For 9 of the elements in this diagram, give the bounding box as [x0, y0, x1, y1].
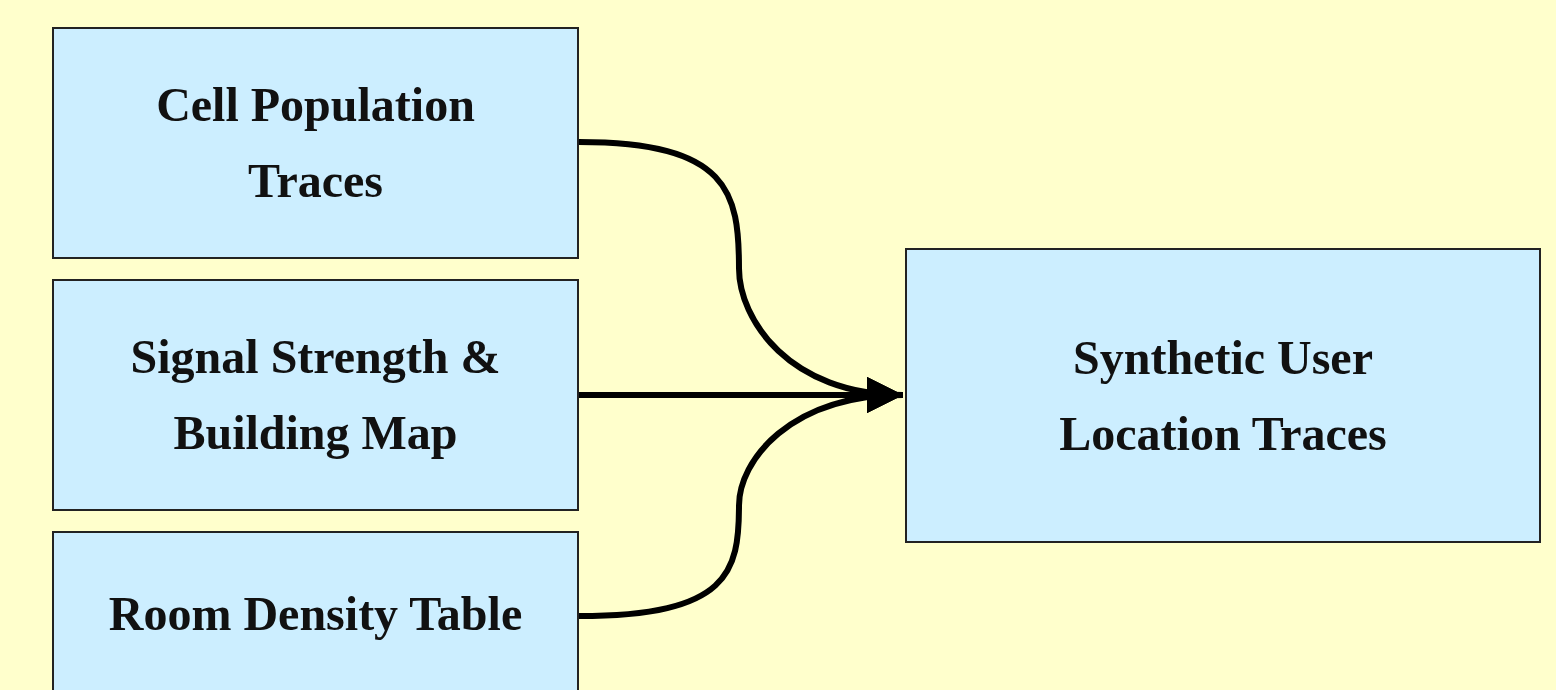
arrow	[578, 378, 904, 619]
process-box	[52, 531, 579, 690]
box-label: Room Density Table	[108, 586, 523, 642]
box-label: Synthetic User Location Traces	[1058, 329, 1388, 462]
process-box	[52, 279, 579, 511]
process-box	[905, 248, 1541, 543]
box-label: Cell Population Traces	[155, 77, 476, 209]
process-box	[52, 27, 579, 259]
box-label: Signal Strength & Building Map	[129, 329, 502, 461]
